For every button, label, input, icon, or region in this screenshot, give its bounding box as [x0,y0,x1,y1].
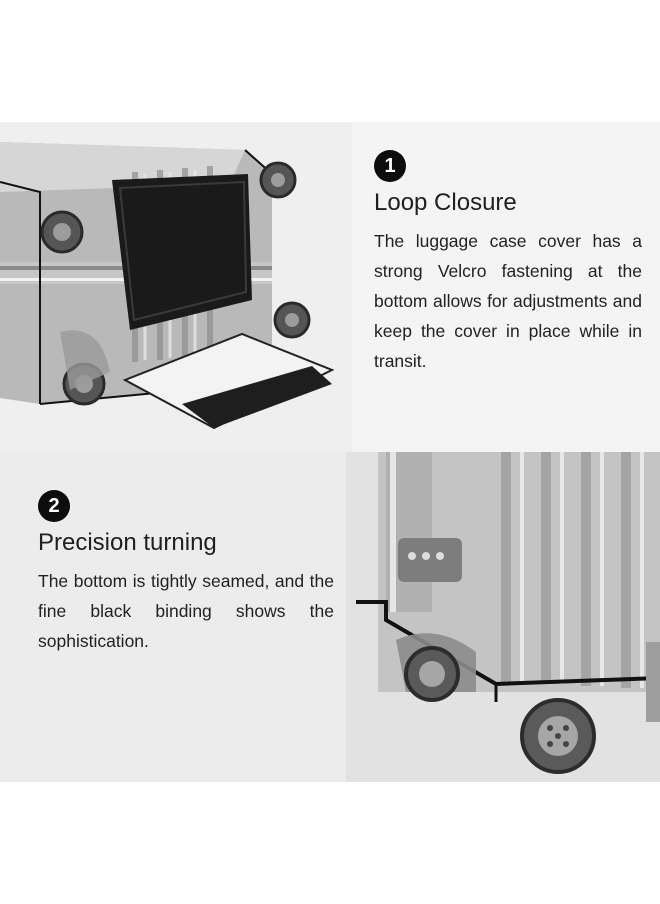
feature-description: The bottom is tightly seamed, and the fi… [38,571,334,651]
feature-panel-loop-closure: 1 Loop Closure The luggage case cover ha… [0,122,660,452]
luggage-binding-closeup-photo [346,452,660,782]
luggage-binding-illustration [346,452,660,782]
luggage-velcro-bottom-photo [0,122,352,452]
luggage-velcro-illustration [0,122,352,452]
feature-description: The luggage case cover has a strong Velc… [374,231,642,371]
feature-text-precision-turning: 2 Precision turning The bottom is tightl… [38,490,334,656]
feature-title: Loop Closure [374,189,517,216]
number-badge: 2 [38,490,70,522]
feature-text-loop-closure: 1 Loop Closure The luggage case cover ha… [374,150,642,376]
feature-panel-precision-turning: 2 Precision turning The bottom is tightl… [0,452,660,782]
number-badge: 1 [374,150,406,182]
feature-title: Precision turning [38,529,217,556]
